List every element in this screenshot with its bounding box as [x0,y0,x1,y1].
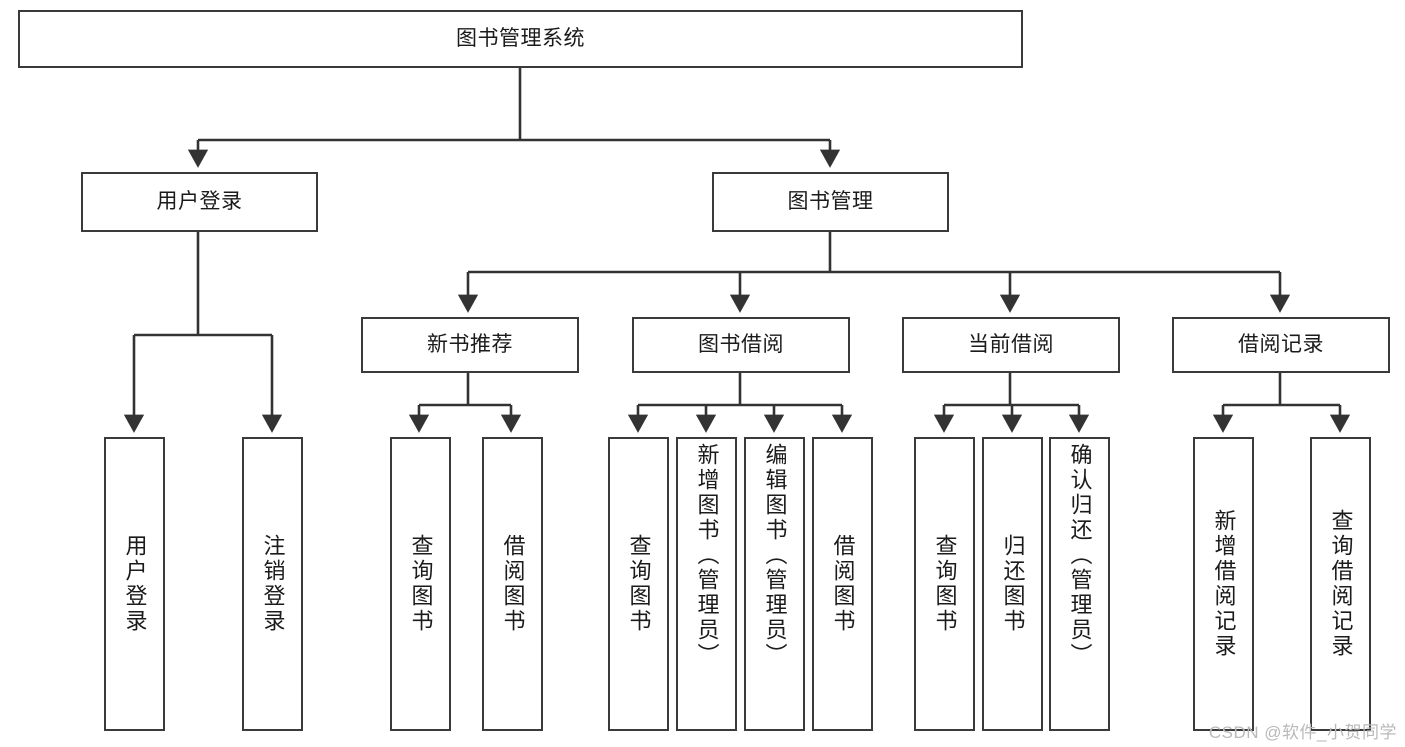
node-leaf-confirm-return-label: 确认归还（管理员） [1067,443,1093,668]
node-leaf-add-book[interactable]: 新增图书（管理员） [676,437,737,731]
node-leaf-user-login[interactable]: 用户登录 [104,437,165,731]
node-leaf-borrow-book-2-label: 借阅图书 [830,534,856,634]
node-leaf-add-borrow-record[interactable]: 新增借阅记录 [1193,437,1254,731]
node-book-management-label: 图书管理 [787,189,874,213]
node-leaf-add-borrow-record-label: 新增借阅记录 [1211,509,1237,659]
node-leaf-return-book[interactable]: 归还图书 [982,437,1043,731]
node-user-login-label: 用户登录 [156,189,243,213]
node-leaf-user-login-label: 用户登录 [122,534,148,634]
node-leaf-edit-book[interactable]: 编辑图书（管理员） [744,437,805,731]
node-book-management[interactable]: 图书管理 [712,172,949,232]
node-leaf-query-book-3[interactable]: 查询图书 [914,437,975,731]
node-borrow-record[interactable]: 借阅记录 [1172,317,1390,373]
node-leaf-query-book-2[interactable]: 查询图书 [608,437,669,731]
node-leaf-logout-login[interactable]: 注销登录 [242,437,303,731]
node-leaf-query-borrow-record-label: 查询借阅记录 [1328,509,1354,659]
node-new-book-recommend-label: 新书推荐 [427,332,513,356]
node-leaf-borrow-book-1[interactable]: 借阅图书 [482,437,543,731]
node-leaf-return-book-label: 归还图书 [1000,534,1026,634]
node-leaf-query-book-1-label: 查询图书 [408,534,434,634]
node-leaf-query-borrow-record[interactable]: 查询借阅记录 [1310,437,1371,731]
node-root[interactable]: 图书管理系统 [18,10,1023,68]
node-user-login[interactable]: 用户登录 [81,172,318,232]
node-leaf-confirm-return[interactable]: 确认归还（管理员） [1049,437,1110,731]
node-new-book-recommend[interactable]: 新书推荐 [361,317,579,373]
node-current-borrow[interactable]: 当前借阅 [902,317,1120,373]
node-leaf-query-book-2-label: 查询图书 [626,534,652,634]
node-borrow-record-label: 借阅记录 [1238,332,1324,356]
node-leaf-logout-login-label: 注销登录 [260,534,286,634]
node-leaf-borrow-book-1-label: 借阅图书 [500,534,526,634]
node-leaf-edit-book-label: 编辑图书（管理员） [762,443,788,668]
node-leaf-add-book-label: 新增图书（管理员） [694,443,720,668]
node-leaf-borrow-book-2[interactable]: 借阅图书 [812,437,873,731]
node-current-borrow-label: 当前借阅 [968,332,1054,356]
node-leaf-query-book-1[interactable]: 查询图书 [390,437,451,731]
node-leaf-query-book-3-label: 查询图书 [932,534,958,634]
node-book-borrow[interactable]: 图书借阅 [632,317,850,373]
node-book-borrow-label: 图书借阅 [698,332,784,356]
node-root-label: 图书管理系统 [456,26,585,50]
csdn-watermark: CSDN @软件_小贺同学 [1208,723,1397,742]
